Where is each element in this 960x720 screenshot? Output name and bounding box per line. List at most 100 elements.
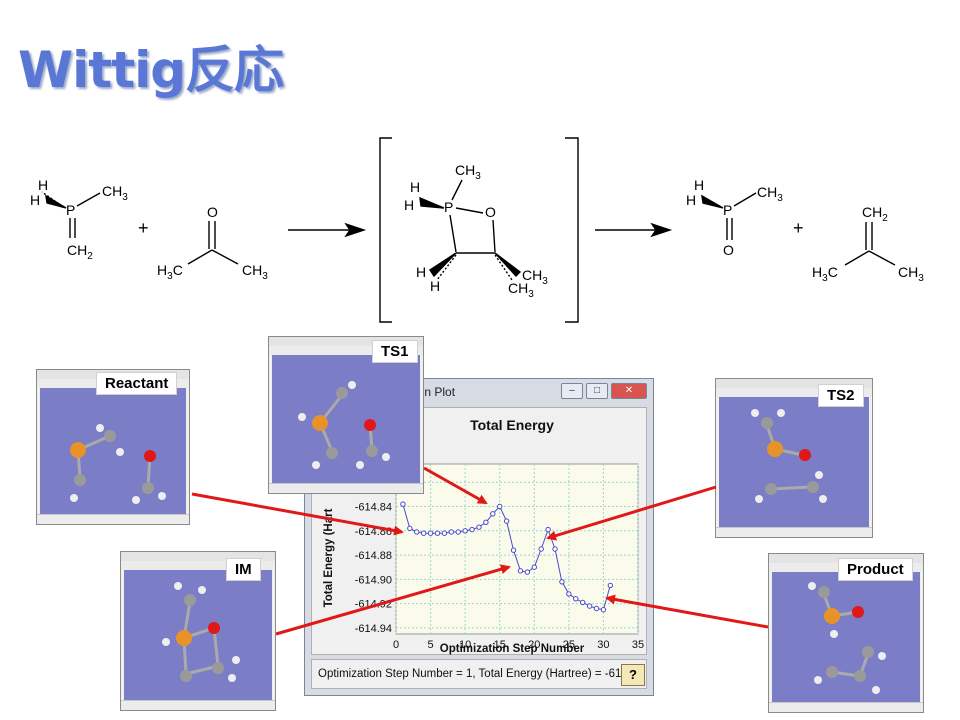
reactant-molecule-view: [70, 424, 166, 504]
data-point: [531, 564, 537, 570]
alkene-ch2: CH2: [862, 204, 888, 224]
data-point: [434, 530, 441, 536]
x-tick-label: 25: [563, 639, 575, 651]
x-tick-label: 30: [597, 639, 609, 651]
data-point: [490, 511, 496, 517]
im-molecule-view: [162, 582, 240, 682]
chart-title: Total Energy: [470, 417, 554, 433]
ylide-ch2: CH2: [67, 242, 93, 262]
ts1-label: TS1: [372, 340, 418, 363]
status-line: Optimization Step Number = 1, Total Ener…: [311, 659, 647, 689]
acetone-o: O: [207, 204, 218, 220]
ylide-ch3: CH3: [102, 183, 128, 203]
reaction-scheme: H H P CH3 CH2 + O H3C CH3: [30, 137, 924, 323]
oxide-h1: H: [694, 177, 704, 193]
acetone-ch3: CH3: [242, 262, 268, 282]
ts2-label: TS2: [818, 384, 864, 407]
reactant-snapshot: [36, 369, 190, 525]
maximize-button[interactable]: □: [586, 383, 608, 399]
data-point: [593, 605, 600, 612]
im-h3: H: [416, 264, 426, 280]
data-point: [600, 607, 607, 613]
data-point: [607, 582, 614, 589]
alkene-h3c: H3C: [812, 264, 838, 284]
oxide-h2: H: [686, 192, 696, 208]
ts2-molecule-view: [751, 409, 827, 503]
data-point: [427, 530, 434, 536]
minimize-button[interactable]: ‒: [561, 383, 583, 399]
plus-sign-2: +: [793, 218, 804, 238]
x-tick-label: 35: [632, 639, 644, 651]
data-point: [579, 599, 586, 606]
data-point: [517, 568, 524, 574]
x-axis-label: Optimization Step Number: [440, 643, 585, 655]
oxaphosphetane-molecule: CH3 H H P O H H CH3 CH3: [404, 162, 548, 300]
data-point: [559, 579, 565, 585]
y-tick-label: -614.86: [355, 526, 392, 538]
data-point: [420, 530, 427, 536]
im-h2: H: [404, 197, 414, 213]
close-button[interactable]: ✕: [611, 383, 647, 399]
im-h1: H: [410, 179, 420, 195]
data-point: [469, 526, 475, 533]
y-tick-label: -614.94: [355, 623, 392, 635]
data-point: [573, 596, 579, 602]
oxide-o: O: [723, 242, 734, 258]
data-point: [441, 530, 448, 536]
y-tick-label: -614.88: [355, 550, 392, 562]
data-point: [483, 519, 489, 525]
reactant-label: Reactant: [96, 372, 178, 395]
ts1-molecule-view: [298, 381, 390, 469]
data-point: [510, 547, 517, 553]
im-h4: H: [430, 278, 440, 294]
ylide-p: P: [66, 202, 75, 218]
page-title: Wittig反応: [18, 41, 284, 99]
data-point: [462, 528, 468, 534]
y-axis-label: Total Energy (Hart: [323, 508, 335, 607]
oxide-p: P: [723, 202, 732, 218]
ylide-h2: H: [30, 192, 40, 208]
im-ch3-c: CH3: [508, 280, 534, 300]
oxide-ch3: CH3: [757, 184, 783, 204]
acetone-h3c: H3C: [157, 262, 183, 282]
data-point: [400, 501, 406, 507]
data-point: [448, 529, 455, 535]
phosphorus-atom: [70, 442, 86, 458]
ts2-snapshot: [715, 378, 873, 538]
x-tick-label: 15: [494, 639, 506, 651]
data-point: [566, 591, 572, 597]
data-point: [552, 546, 558, 552]
data-point: [524, 569, 531, 575]
x-tick-label: 0: [393, 639, 399, 651]
data-point: [455, 529, 461, 535]
data-point: [586, 603, 593, 609]
im-ch3-b: CH3: [522, 267, 548, 287]
im-ch3: CH3: [455, 162, 481, 182]
data-point: [414, 529, 420, 535]
data-point: [545, 526, 551, 533]
alkene-ch3: CH3: [898, 264, 924, 284]
help-button[interactable]: ?: [621, 664, 645, 686]
data-point: [476, 524, 482, 530]
y-tick-label: -614.84: [355, 502, 392, 514]
product-molecule-view: [808, 582, 886, 694]
oxygen-atom: [144, 450, 156, 462]
data-point: [407, 525, 413, 532]
data-point: [503, 518, 510, 524]
ylide-molecule: H H P CH3 CH2: [30, 177, 128, 262]
x-tick-label: 10: [459, 639, 471, 651]
acetone-molecule: O H3C CH3: [157, 204, 268, 282]
x-tick-label: 5: [428, 639, 434, 651]
im-p: P: [444, 199, 453, 215]
ts1-snapshot: [268, 336, 424, 494]
product-label: Product: [838, 558, 913, 581]
im-o: O: [485, 204, 496, 220]
ylide-h1: H: [38, 177, 48, 193]
data-point: [497, 503, 503, 510]
x-tick-label: 20: [528, 639, 540, 651]
phosphine-oxide-molecule: H H P CH3 O: [686, 177, 783, 258]
isobutene-molecule: CH2 H3C CH3: [812, 204, 924, 284]
y-tick-label: -614.92: [355, 599, 392, 611]
y-tick-label: -614.90: [355, 574, 392, 586]
im-label: IM: [226, 558, 261, 581]
